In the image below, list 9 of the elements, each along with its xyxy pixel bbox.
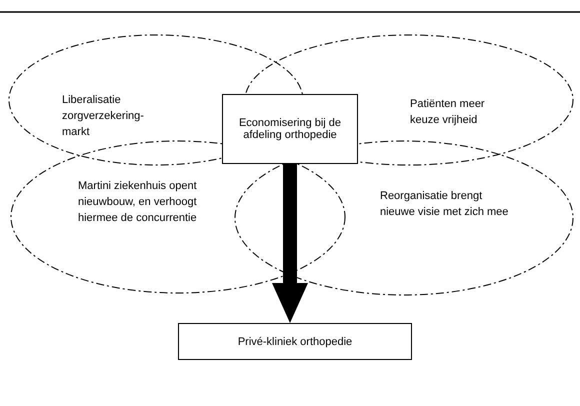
ellipse-text: Liberalisatie zorgverzekering-markt	[62, 93, 145, 140]
dashed-ellipse	[10, 140, 346, 294]
process-box: Economisering bij de afdeling orthopedie	[222, 94, 358, 164]
process-box: Privé-kliniek orthopedie	[178, 323, 412, 360]
ellipse-text: Patiënten meer keuze vrijheid	[410, 97, 486, 128]
ellipse-text: Martini ziekenhuis opent nieuwbouw, en verhoogt hiermee de concurrentie	[78, 179, 198, 226]
arrow	[272, 164, 308, 323]
ellipse-text: Reorganisatie brengt nieuwe visie met zich mee	[380, 189, 510, 220]
dashed-ellipse	[234, 140, 574, 296]
